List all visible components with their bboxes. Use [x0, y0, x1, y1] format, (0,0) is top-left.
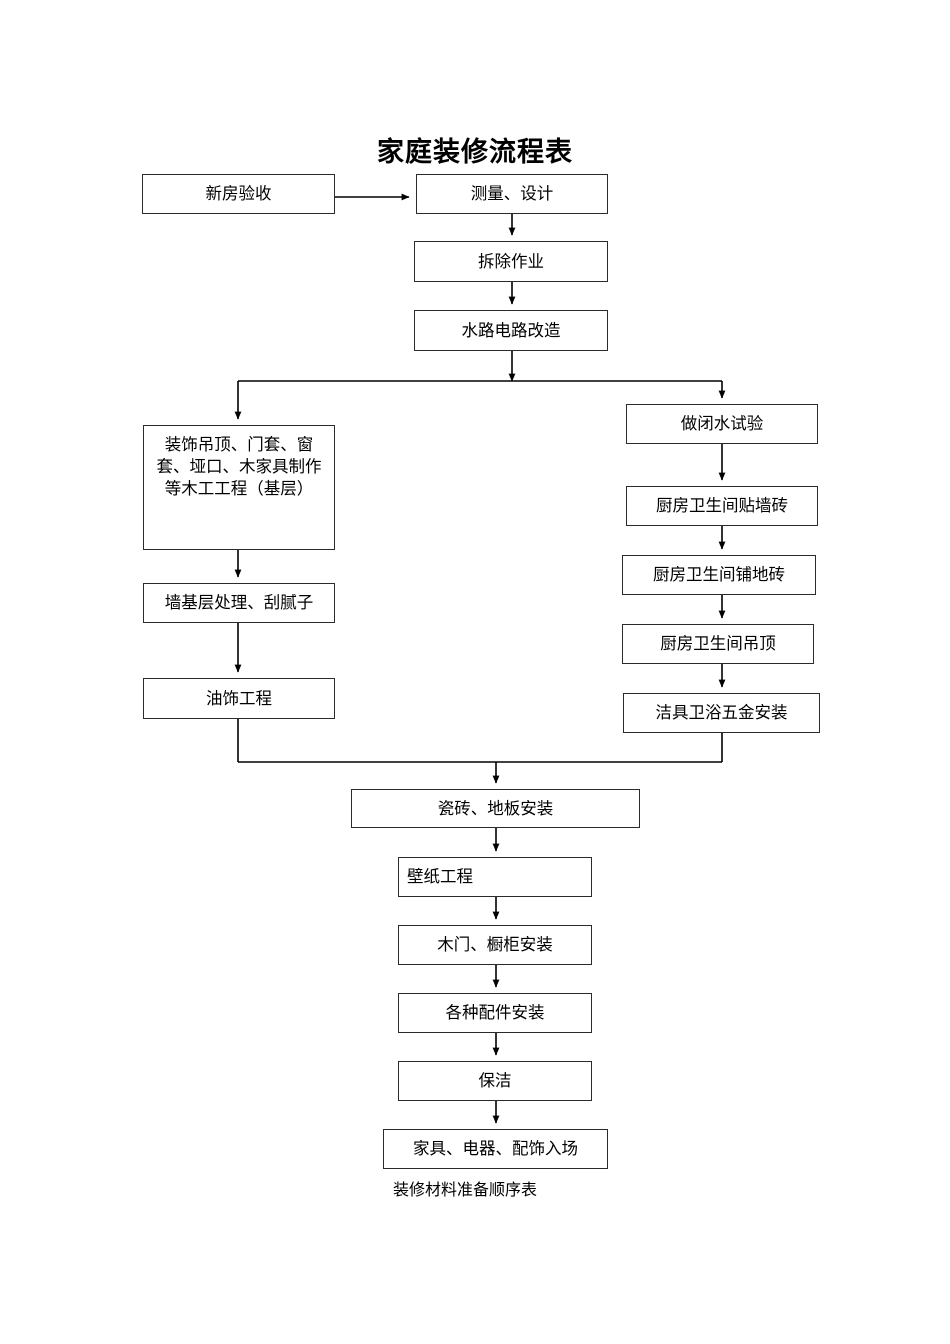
node-label: 新房验收	[205, 184, 272, 204]
node-demolition[interactable]: 拆除作业	[414, 241, 608, 282]
node-wall-base-putty[interactable]: 墙基层处理、刮腻子	[143, 583, 335, 623]
node-plumbing-electrical[interactable]: 水路电路改造	[414, 310, 608, 351]
node-label: 做闭水试验	[680, 414, 764, 434]
node-label: 保洁	[478, 1071, 512, 1091]
node-label: 瓷砖、地板安装	[437, 798, 554, 818]
node-label: 木门、橱柜安装	[437, 935, 553, 955]
node-label: 各种配件安装	[445, 1003, 545, 1023]
node-label: 厨房卫生间铺地砖	[653, 565, 785, 585]
bottom-caption: 装修材料准备顺序表	[393, 1182, 538, 1199]
node-kitchen-bath-floor-tile[interactable]: 厨房卫生间铺地砖	[622, 555, 816, 595]
node-carpentry-works[interactable]: 装饰吊顶、门套、窗 套、垭口、木家具制作 等木工工程（基层）	[143, 425, 335, 550]
node-new-house-inspection[interactable]: 新房验收	[142, 174, 335, 214]
node-label: 测量、设计	[470, 184, 554, 204]
node-painting-works[interactable]: 油饰工程	[143, 678, 335, 719]
node-label: 墙基层处理、刮腻子	[164, 593, 314, 613]
node-label: 家具、电器、配饰入场	[413, 1139, 578, 1159]
node-kitchen-bath-wall-tile[interactable]: 厨房卫生间贴墙砖	[626, 486, 818, 526]
node-label: 油饰工程	[206, 688, 272, 708]
node-label: 装饰吊顶、门套、窗 套、垭口、木家具制作 等木工工程（基层）	[156, 435, 322, 498]
node-tile-floor-install[interactable]: 瓷砖、地板安装	[351, 789, 640, 828]
page-title: 家庭装修流程表	[377, 137, 573, 167]
node-wallpaper-works[interactable]: 壁纸工程	[398, 857, 592, 897]
node-sanitary-hardware-install[interactable]: 洁具卫浴五金安装	[623, 693, 820, 733]
node-label: 水路电路改造	[461, 320, 561, 340]
node-measure-design[interactable]: 测量、设计	[416, 174, 608, 214]
node-accessories-install[interactable]: 各种配件安装	[398, 993, 592, 1033]
node-furniture-appliance-move-in[interactable]: 家具、电器、配饰入场	[383, 1129, 608, 1169]
node-cleaning[interactable]: 保洁	[398, 1061, 592, 1101]
node-label: 壁纸工程	[407, 867, 473, 887]
node-label: 洁具卫浴五金安装	[655, 703, 788, 723]
node-wood-door-cabinet-install[interactable]: 木门、橱柜安装	[398, 925, 592, 965]
node-label: 拆除作业	[478, 251, 544, 271]
node-kitchen-bath-ceiling[interactable]: 厨房卫生间吊顶	[622, 624, 814, 664]
node-label: 厨房卫生间吊顶	[660, 634, 776, 654]
node-label: 厨房卫生间贴墙砖	[656, 496, 788, 516]
node-water-seal-test[interactable]: 做闭水试验	[626, 404, 818, 444]
